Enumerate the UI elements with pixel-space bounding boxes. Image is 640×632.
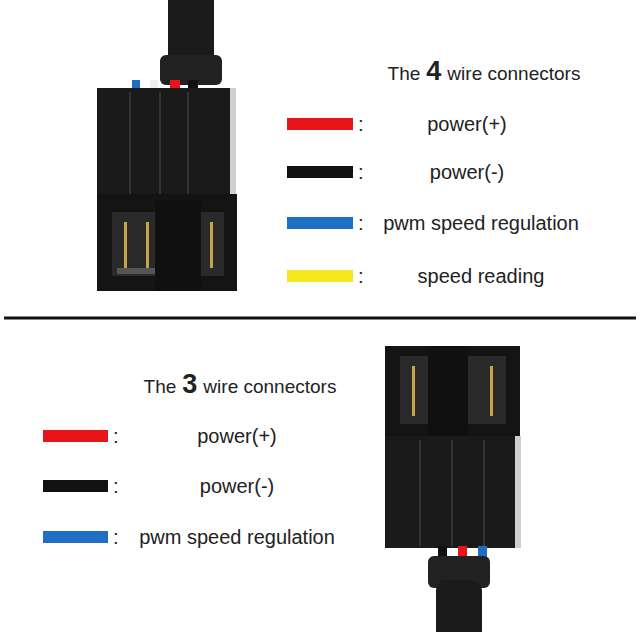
separator-colon: :	[358, 160, 364, 184]
separator-colon: :	[113, 424, 119, 448]
separator-colon: :	[358, 211, 364, 235]
wire-count: 4	[426, 56, 441, 87]
wire-color-swatch	[287, 118, 353, 130]
section-title: The3 wire connectors	[144, 369, 337, 400]
title-text: wire connectors	[447, 63, 580, 85]
wire-function: power(+)	[427, 112, 506, 136]
wire-count: 3	[182, 369, 197, 400]
wire-color-swatch	[43, 531, 108, 543]
wire-function: pwm speed regulation	[383, 211, 579, 235]
wire-color-swatch	[287, 270, 353, 282]
wire-color-swatch	[287, 166, 353, 178]
wire-function: power(-)	[430, 160, 504, 184]
title-text: wire connectors	[203, 376, 336, 398]
divider-line	[4, 317, 636, 320]
separator-colon: :	[358, 112, 364, 136]
four-wire-connector	[97, 0, 237, 291]
three-wire-connector	[385, 346, 521, 632]
wire-function: speed reading	[418, 264, 545, 288]
wire-color-swatch	[43, 480, 108, 492]
title-text: The	[388, 63, 421, 85]
wire-color-swatch	[43, 430, 108, 442]
title-text: The	[144, 376, 177, 398]
wire-function: power(+)	[197, 424, 276, 448]
wire-function: pwm speed regulation	[139, 525, 335, 549]
separator-colon: :	[113, 474, 119, 498]
separator-colon: :	[113, 525, 119, 549]
section-title: The4 wire connectors	[388, 56, 581, 87]
wire-function: power(-)	[200, 474, 274, 498]
separator-colon: :	[358, 264, 364, 288]
wire-color-swatch	[287, 217, 353, 229]
